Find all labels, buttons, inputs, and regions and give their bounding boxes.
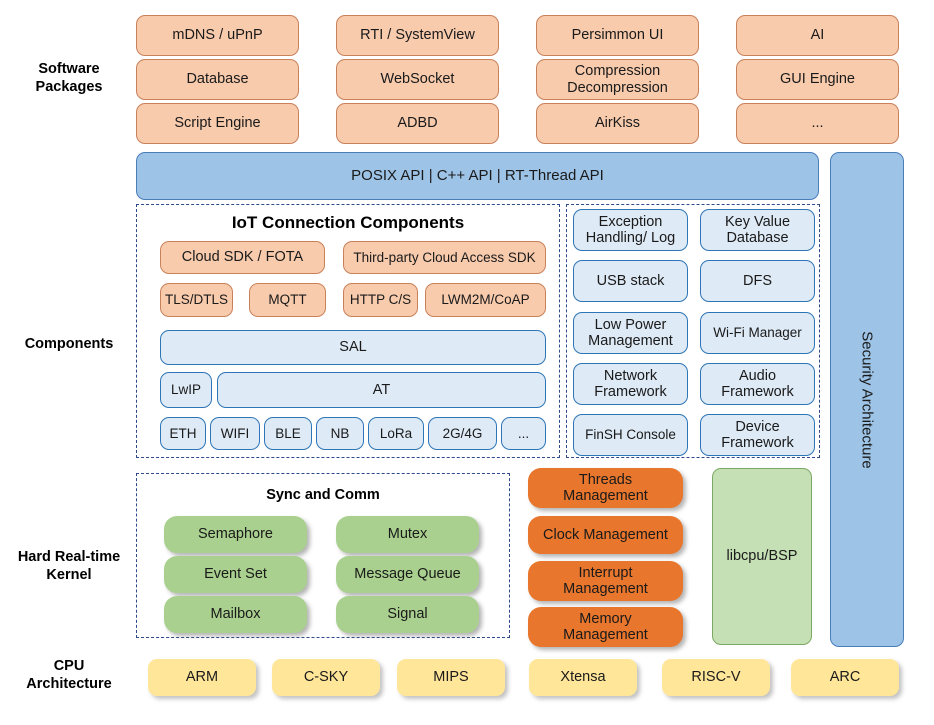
cpu-label-line2: Architecture [26, 676, 112, 693]
kernel-mailbox[interactable]: Mailbox [164, 596, 307, 633]
iot-link-ble[interactable]: BLE [264, 417, 312, 450]
iot-link-more[interactable]: ... [501, 417, 546, 450]
iot-link-lora[interactable]: LoRa [368, 417, 424, 450]
package-script-engine[interactable]: Script Engine [136, 103, 299, 144]
iot-http-cs[interactable]: HTTP C/S [343, 283, 418, 317]
row-label-software-packages: Software Packages [8, 60, 130, 96]
iot-link-eth[interactable]: ETH [160, 417, 206, 450]
iot-link-nb[interactable]: NB [316, 417, 364, 450]
kernel-semaphore[interactable]: Semaphore [164, 516, 307, 553]
iot-mqtt[interactable]: MQTT [249, 283, 326, 317]
component-finsh-console[interactable]: FinSH Console [573, 414, 688, 456]
kernel-event-set[interactable]: Event Set [164, 556, 307, 593]
row-label-cpu: CPU Architecture [8, 657, 130, 693]
api-bar[interactable]: POSIX API | C++ API | RT-Thread API [136, 152, 819, 200]
components-label: Components [24, 336, 114, 352]
cpu-mips[interactable]: MIPS [397, 659, 505, 696]
software-packages-label-line1: Software [38, 61, 100, 77]
row-label-components: Components [8, 335, 130, 353]
iot-at[interactable]: AT [217, 372, 546, 408]
component-wifi-manager[interactable]: Wi-Fi Manager [700, 312, 815, 354]
row-label-kernel: Hard Real-time Kernel [8, 548, 130, 584]
component-dfs[interactable]: DFS [700, 260, 815, 302]
package-database[interactable]: Database [136, 59, 299, 100]
iot-link-2g-4g[interactable]: 2G/4G [428, 417, 497, 450]
component-usb-stack[interactable]: USB stack [573, 260, 688, 302]
package-more[interactable]: ... [736, 103, 899, 144]
security-architecture-bar[interactable]: Security Architecture [830, 152, 904, 647]
kernel-label-line1: Hard Real-time [17, 549, 121, 565]
package-mdns-upnp[interactable]: mDNS / uPnP [136, 15, 299, 56]
cpu-label-line1: CPU [53, 658, 85, 674]
cpu-arm[interactable]: ARM [148, 659, 256, 696]
package-gui-engine[interactable]: GUI Engine [736, 59, 899, 100]
iot-lwm2m-coap[interactable]: LWM2M/CoAP [425, 283, 546, 317]
package-rti-systemview[interactable]: RTI / SystemView [336, 15, 499, 56]
kernel-message-queue[interactable]: Message Queue [336, 556, 479, 593]
package-airkiss[interactable]: AirKiss [536, 103, 699, 144]
kernel-mutex[interactable]: Mutex [336, 516, 479, 553]
component-label: Wi-Fi Manager [713, 325, 802, 341]
iot-panel-title: IoT Connection Components [231, 213, 465, 232]
package-adbd[interactable]: ADBD [336, 103, 499, 144]
iot-sal[interactable]: SAL [160, 330, 546, 365]
iot-lwip[interactable]: LwIP [160, 372, 212, 408]
kernel-label-line2: Kernel [46, 567, 92, 584]
kernel-signal[interactable]: Signal [336, 596, 479, 633]
security-architecture-label: Security Architecture [858, 330, 876, 469]
sync-and-comm-title: Sync and Comm [266, 487, 380, 503]
kernel-mgmt-label: Clock Management [543, 526, 668, 543]
component-label: DFS [743, 272, 772, 289]
iot-cloud-sdk-fota[interactable]: Cloud SDK / FOTA [160, 241, 325, 274]
component-label: FinSH Console [585, 427, 676, 443]
component-label: USB stack [596, 272, 665, 289]
package-persimmon-ui[interactable]: Persimmon UI [536, 15, 699, 56]
package-ai[interactable]: AI [736, 15, 899, 56]
cpu-xtensa[interactable]: Xtensa [529, 659, 637, 696]
iot-tls-dtls[interactable]: TLS/DTLS [160, 283, 233, 317]
kernel-clock-management[interactable]: Clock Management [528, 516, 683, 554]
software-packages-label-line2: Packages [35, 79, 103, 96]
iot-link-wifi[interactable]: WIFI [210, 417, 260, 450]
iot-third-party-cloud-sdk[interactable]: Third-party Cloud Access SDK [343, 241, 546, 274]
libcpu-bsp[interactable]: libcpu/BSP [712, 468, 812, 645]
cpu-risc-v[interactable]: RISC-V [662, 659, 770, 696]
cpu-arc[interactable]: ARC [791, 659, 899, 696]
cpu-c-sky[interactable]: C-SKY [272, 659, 380, 696]
package-websocket[interactable]: WebSocket [336, 59, 499, 100]
